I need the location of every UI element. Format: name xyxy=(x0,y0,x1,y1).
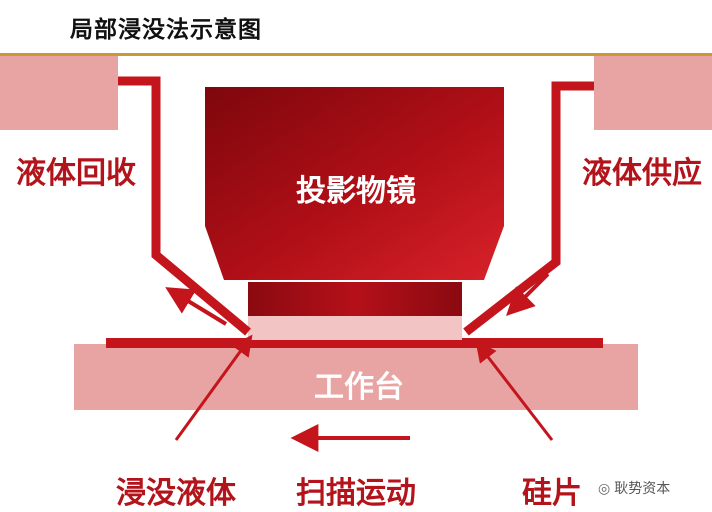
wafer-pointer xyxy=(475,340,554,441)
liquid-supply-reservoir xyxy=(594,56,712,130)
watermark-text: 耿势资本 xyxy=(614,481,671,497)
immersion-liquid-region xyxy=(248,314,462,340)
stage-block xyxy=(74,344,638,410)
wafer-strip xyxy=(106,338,603,348)
stage-label: 工作台 xyxy=(314,370,404,405)
wafer-label: 硅片 xyxy=(522,476,582,511)
scan-motion-label: 扫描运动 xyxy=(296,476,416,511)
supply-flow-arrow xyxy=(506,272,550,316)
liquid-supply-label: 液体供应 xyxy=(582,156,702,191)
page-title: 局部浸没法示意图 xyxy=(70,16,262,43)
immersion-liquid-pointer xyxy=(174,334,253,441)
recovery-flow-arrow xyxy=(165,287,228,326)
title-divider xyxy=(0,53,712,56)
watermark: ◎耿势资本 xyxy=(598,478,670,498)
projection-lens xyxy=(205,87,504,280)
projection-lens-label: 投影物镜 xyxy=(296,174,416,209)
recovery-tube xyxy=(118,76,251,336)
immersion-liquid-label: 浸没液体 xyxy=(116,476,236,511)
lens-neck xyxy=(248,282,462,316)
liquid-recovery-reservoir xyxy=(0,56,118,130)
wechat-icon: ◎ xyxy=(598,481,611,497)
liquid-recovery-label: 液体回收 xyxy=(16,156,136,191)
